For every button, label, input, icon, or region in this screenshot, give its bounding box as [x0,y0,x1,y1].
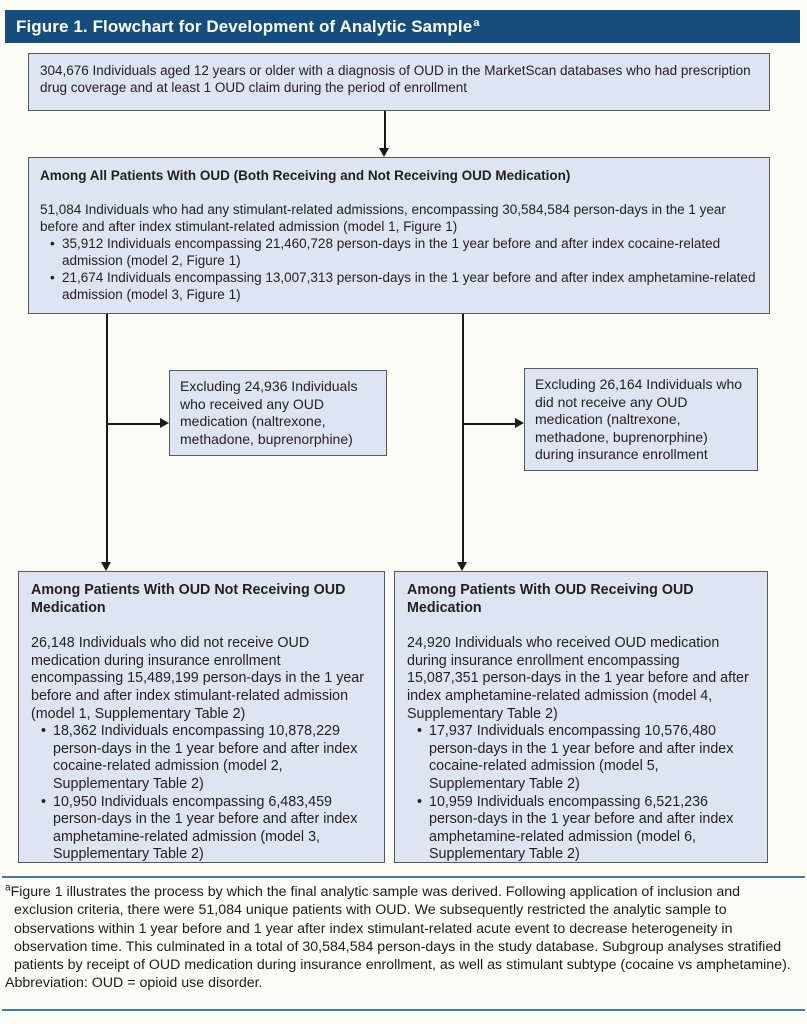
connector-left-branch [106,314,108,563]
receiving-bullet-amphetamine: 10,959 Individuals encompassing 6,521,23… [417,794,755,864]
footnote-text: Figure 1 illustrates the process by whic… [10,884,791,974]
receiving-heading: Among Patients With OUD Receiving OUD Me… [407,582,694,616]
source-population-text: 304,676 Individuals aged 12 years or old… [40,63,751,95]
arrowhead-down-not-receiving [101,562,111,571]
not-receiving-bullet-list: 18,362 Individuals encompassing 10,878,2… [31,723,372,864]
excluding-right-text: Excluding 26,164 Individuals who did not… [535,376,743,462]
flow-box-receiving-medication: Among Patients With OUD Receiving OUD Me… [394,571,768,863]
footnote-top-rule [2,876,805,878]
all-patients-bullet-cocaine: 35,912 Individuals encompassing 21,460,7… [50,235,758,269]
all-patients-body: 51,084 Individuals who had any stimulant… [40,202,726,234]
figure-bottom-rule [2,1009,805,1011]
connector-right-branch [462,314,464,563]
all-patients-bullet-amphetamine: 21,674 Individuals encompassing 13,007,3… [50,269,758,303]
flow-box-excluding-no-medication: Excluding 26,164 Individuals who did not… [524,368,758,471]
excluding-left-text: Excluding 24,936 Individuals who receive… [180,378,358,447]
connector-left-exclusion [107,423,160,425]
arrowhead-right-right-exclusion [515,418,524,428]
footnote-paragraph: aFigure 1 illustrates the process by whi… [5,883,801,974]
not-receiving-heading: Among Patients With OUD Not Receiving OU… [31,582,346,616]
footnote: aFigure 1 illustrates the process by whi… [5,883,801,993]
arrowhead-down-all-patients [379,148,389,157]
figure-title: Figure 1. Flowchart for Development of A… [16,16,473,36]
receiving-bullet-list: 17,937 Individuals encompassing 10,576,4… [407,723,755,864]
not-receiving-body: 26,148 Individuals who did not receive O… [31,635,365,722]
arrowhead-down-receiving [457,562,467,571]
figure-title-bar: Figure 1. Flowchart for Development of A… [5,10,800,43]
flow-box-excluding-received-medication: Excluding 24,936 Individuals who receive… [169,370,387,456]
flow-box-source-population: 304,676 Individuals aged 12 years or old… [28,53,770,111]
all-patients-bullet-list: 35,912 Individuals encompassing 21,460,7… [40,235,758,303]
not-receiving-bullet-amphetamine: 10,950 Individuals encompassing 6,483,45… [41,794,372,864]
connector-top-to-all [384,111,386,149]
receiving-body: 24,920 Individuals who received OUD medi… [407,635,749,722]
not-receiving-bullet-cocaine: 18,362 Individuals encompassing 10,878,2… [41,723,372,793]
footnote-superscript: a [5,882,11,894]
flow-box-all-patients: Among All Patients With OUD (Both Receiv… [28,157,770,314]
all-patients-heading: Among All Patients With OUD (Both Receiv… [40,168,571,183]
footnote-abbreviation: Abbreviation: OUD = opioid use disorder. [5,975,263,992]
receiving-bullet-cocaine: 17,937 Individuals encompassing 10,576,4… [417,723,755,793]
connector-right-exclusion [463,423,515,425]
flow-box-not-receiving-medication: Among Patients With OUD Not Receiving OU… [18,571,385,863]
arrowhead-right-left-exclusion [160,418,169,428]
